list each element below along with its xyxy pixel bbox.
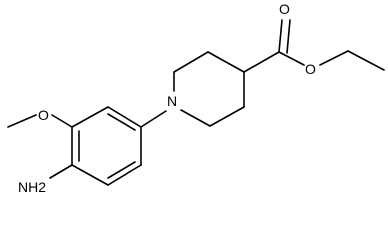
atom-label-methoxy-oxygen: O — [38, 107, 49, 123]
atom-label-amine: NH2 — [18, 179, 46, 195]
bond-ring-to-methoxy-o — [51, 114, 73, 128]
bond-ch2-to-ch3 — [347, 50, 385, 71]
bond-carbonyl-c-to-ring — [243, 51, 280, 73]
bond-carbonyl-c-o-single-side — [278, 19, 283, 53]
bond-benzene-c1-c2-inner — [107, 113, 136, 131]
bond-methoxy-o-to-ch3 — [7, 114, 37, 128]
bond-piperidine-c4-c3 — [207, 51, 245, 73]
bond-piperidine-c3-c2 — [173, 51, 209, 73]
bond-benzene-c1-c2 — [107, 106, 142, 128]
chemical-structure: O O N O NH2 — [7, 1, 385, 195]
bond-piperidine-n-c6 — [180, 109, 211, 127]
bond-n-to-phenyl — [140, 110, 167, 128]
bond-carbonyl-c-o-double-side — [286, 19, 291, 54]
atom-label-ester-oxygen: O — [305, 61, 316, 77]
atom-label-carbonyl-oxygen: O — [279, 1, 290, 17]
bond-ester-o-to-ch2 — [319, 50, 349, 66]
bond-benzene-c4-c5 — [71, 164, 109, 186]
bond-benzene-c5-c6 — [107, 164, 142, 186]
bond-ring-to-amine — [49, 164, 73, 179]
bond-carbonyl-c-to-ester-o — [278, 51, 305, 66]
bond-benzene-c2-c3 — [71, 106, 109, 128]
bond-piperidine-c6-c5 — [209, 106, 245, 127]
atom-label-ring-nitrogen: N — [167, 93, 177, 109]
bond-benzene-c5-c6-inner — [107, 161, 136, 179]
